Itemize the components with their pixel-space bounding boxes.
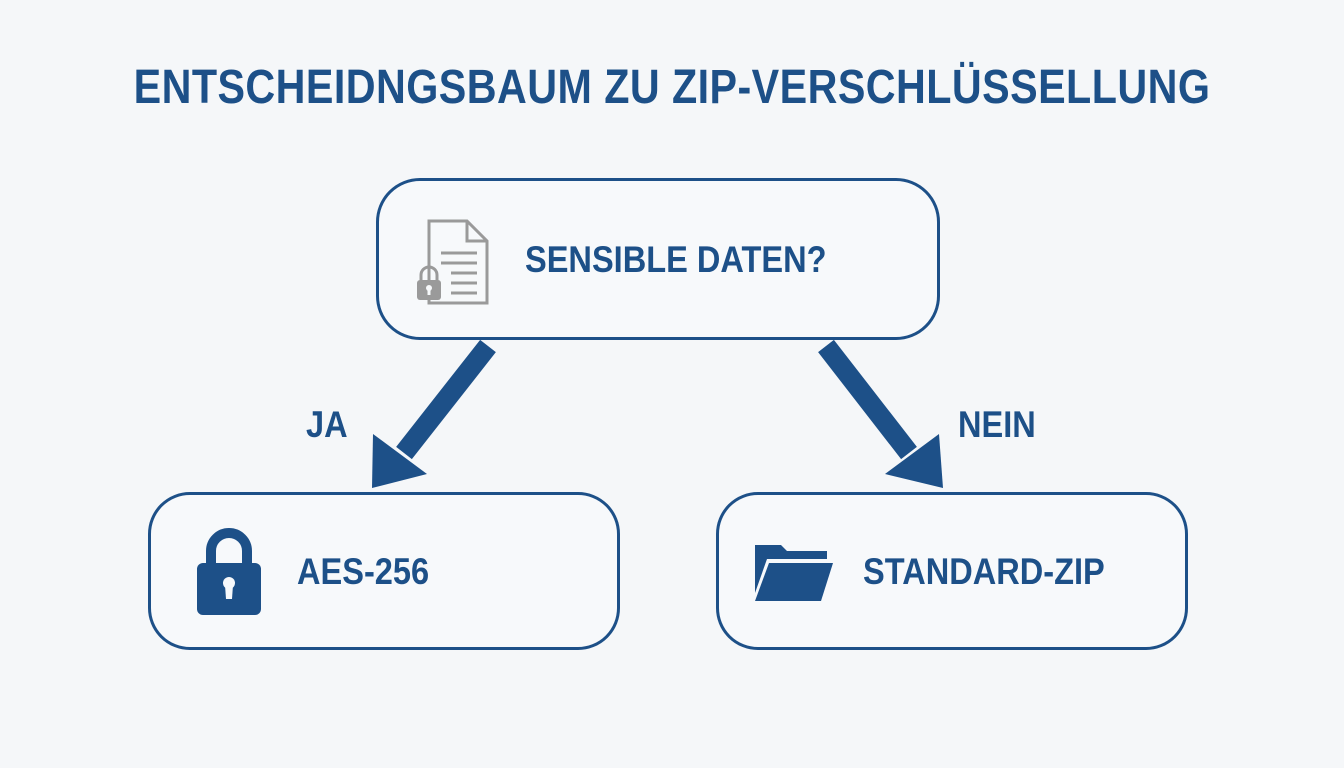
locked-document-icon: [417, 219, 489, 305]
decision-node-sensitive-data: SENSIBLE DATEN?: [376, 178, 940, 340]
padlock-icon: [197, 528, 261, 615]
branch-label-yes: JA: [306, 404, 348, 445]
arrow-no: [818, 339, 943, 488]
folder-icon: [755, 545, 833, 601]
decision-question-label: SENSIBLE DATEN?: [525, 239, 827, 280]
arrow-yes: [372, 339, 496, 488]
diagram-title: ENTSCHEIDNGSBAUM ZU ZIP-VERSCHLÜSSELLUNG: [133, 61, 1211, 114]
branch-label-no: NEIN: [958, 404, 1036, 445]
outcome-label-standard-zip: STANDARD-ZIP: [863, 551, 1105, 592]
outcome-node-aes-256: AES-256: [148, 492, 620, 650]
outcome-node-standard-zip: STANDARD-ZIP: [716, 492, 1188, 650]
outcome-label-aes: AES-256: [297, 551, 430, 592]
